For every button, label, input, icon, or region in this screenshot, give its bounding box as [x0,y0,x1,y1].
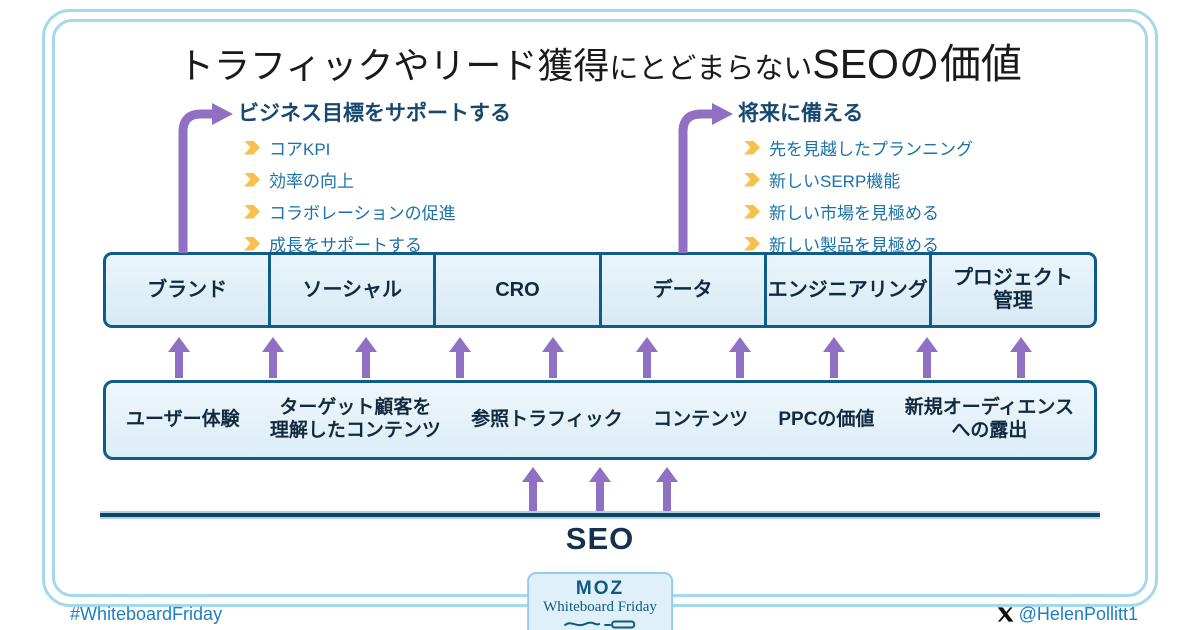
gold-arrow-bullet-icon [744,172,760,187]
gold-arrow-bullet-icon [744,140,760,155]
gold-arrow-bullet-icon [244,140,260,155]
seo-baseline [100,511,1100,519]
purple-up-arrow-icon [822,337,845,378]
purple-up-arrow-icon [1009,337,1032,378]
purple-up-arrow-icon [656,467,678,511]
list-item-label: コラボレーションの促進 [269,204,456,223]
purple-up-arrow-icon [355,337,378,378]
list-item: 新しい製品を見極める [744,231,1058,256]
channel-box-data: データ [598,252,767,328]
up-arrows-row [168,337,1032,378]
seo-label: SEO [565,521,635,556]
callout-list: コアKPI 効率の向上 コラボレーションの促進 成長をサポートする [238,135,558,256]
channels-row: ブランド ソーシャル CRO データ エンジニアリング プロジェクト 管理 [103,252,1098,328]
moz-whiteboard-friday-badge: MOZ Whiteboard Friday [527,572,673,630]
list-item-label: 新しい製品を見極める [769,236,939,255]
title-part-3: SEOの価値 [812,41,1022,87]
title-part-1: トラフィックやリード獲得 [178,45,610,86]
page-title: トラフィックやリード獲得にとどまらないSEOの価値 [0,30,1200,90]
callout-heading: ビジネス目標をサポートする [238,102,511,125]
purple-up-arrow-icon [448,337,471,378]
seo-up-arrows [522,467,678,511]
callout-list: 先を見越したプランニング 新しいSERP機能 新しい市場を見極める 新しい製品を… [738,135,1058,256]
gold-arrow-bullet-icon [744,204,760,219]
seo-contributions-box: ユーザー体験 ターゲット顧客を 理解したコンテンツ 参照トラフィック コンテンツ… [103,380,1097,460]
x-logo-icon [997,607,1014,622]
list-item: コアKPI [244,135,558,160]
list-item-label: 新しいSERP機能 [769,172,901,191]
foundation-targeted-content: ターゲット顧客を 理解したコンテンツ [269,397,441,441]
author-handle-label: @HelenPollitt1 [1018,604,1138,624]
hashtag-label: #WhiteboardFriday [70,604,223,624]
channel-box-engineering: エンジニアリング [763,252,932,328]
purple-up-arrow-icon [589,467,611,511]
gold-arrow-bullet-icon [244,172,260,187]
moz-logo: MOZ [575,578,625,599]
list-item-label: コアKPI [269,140,331,159]
purple-up-arrow-icon [522,467,544,511]
purple-up-arrow-icon [635,337,658,378]
channel-box-cro: CRO [433,252,602,328]
foundation-new-audience: 新規オーディエンス への露出 [904,397,1074,441]
list-item: 先を見越したプランニング [744,135,1058,160]
callout-heading: 将来に備える [738,102,864,125]
gold-arrow-bullet-icon [244,236,260,251]
callout-business-goals: ビジネス目標をサポートする コアKPI 効率の向上 コラボレーションの促進 成長… [238,97,558,263]
foundation-referral-traffic: 参照トラフィック [471,408,623,430]
list-item-label: 成長をサポートする [269,236,422,255]
gold-arrow-bullet-icon [744,236,760,251]
list-item-label: 先を見越したプランニング [769,140,973,159]
title-part-2: にとどまらない [609,53,813,85]
whiteboard-marker-icon [564,620,635,629]
whiteboard-friday-label: Whiteboard Friday [543,599,657,615]
list-item: 成長をサポートする [244,231,558,256]
list-item-label: 効率の向上 [269,172,354,191]
list-item: コラボレーションの促進 [244,199,558,224]
purple-up-arrow-icon [916,337,939,378]
gold-arrow-bullet-icon [244,204,260,219]
purple-up-arrow-icon [261,337,284,378]
channel-box-project-management: プロジェクト 管理 [928,252,1098,328]
foundation-user-experience: ユーザー体験 [126,408,240,430]
purple-up-arrow-icon [168,337,190,378]
author-handle: @HelenPollitt1 [997,604,1138,625]
list-item: 新しいSERP機能 [744,167,1058,192]
channel-box-social: ソーシャル [268,252,437,328]
channel-box-brand: ブランド [103,252,272,328]
foundation-ppc-value: PPCの価値 [778,408,875,430]
purple-up-arrow-icon [729,337,752,378]
callout-future-proofing: 将来に備える 先を見越したプランニング 新しいSERP機能 新しい市場を見極める… [738,97,1058,263]
list-item: 効率の向上 [244,167,558,192]
purple-up-arrow-icon [542,337,565,378]
list-item-label: 新しい市場を見極める [769,204,939,223]
list-item: 新しい市場を見極める [744,199,1058,224]
foundation-content: コンテンツ [653,408,749,430]
